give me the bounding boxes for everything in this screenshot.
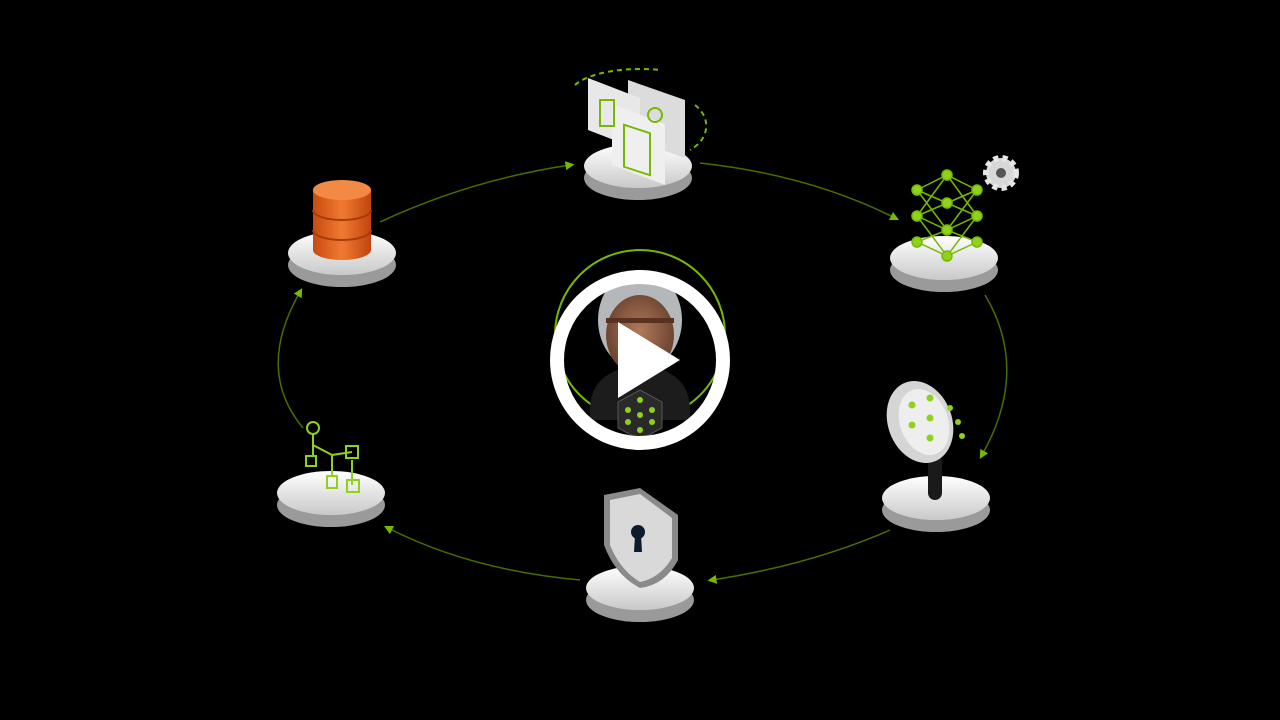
arrow-shield-to-workflow [383, 525, 581, 581]
play-icon[interactable] [618, 322, 680, 398]
shield-lock-icon [604, 488, 678, 588]
neural-network-gear-icon [911, 155, 1019, 262]
arrow-db-to-docs [379, 161, 575, 223]
play-button[interactable] [550, 270, 730, 450]
database-icon [312, 180, 372, 260]
cycle-arrows [277, 161, 1008, 584]
arrow-workflow-to-db [277, 288, 304, 429]
neural-network-hex-icon [617, 389, 663, 441]
gear-icon [983, 155, 1019, 191]
arrow-docs-to-network [699, 162, 900, 221]
arrow-magnifier-to-shield [707, 529, 891, 584]
pedestal-workflow [277, 471, 385, 527]
documents-icon [574, 67, 708, 185]
arrow-network-to-magnifier [979, 294, 1008, 459]
workflow-icon [305, 421, 360, 493]
magnifier-network-icon [886, 381, 965, 500]
